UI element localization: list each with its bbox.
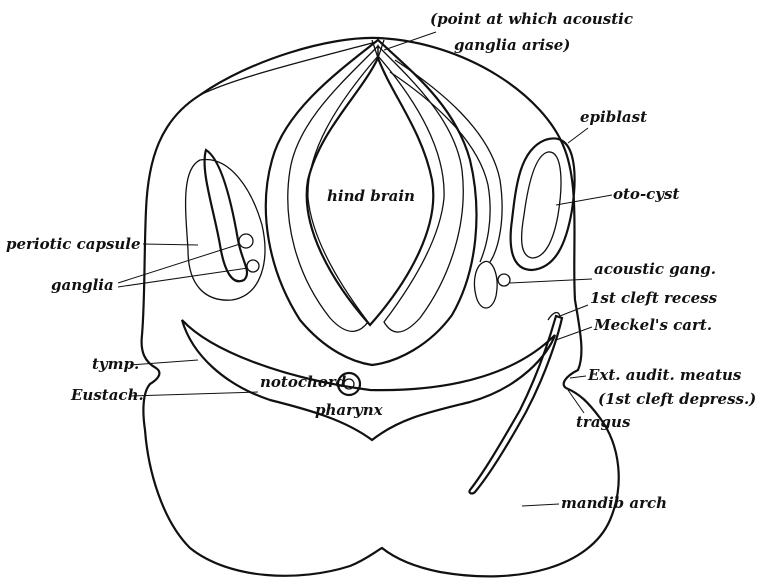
label-notochord: notochord <box>260 373 347 391</box>
label-pharynx: pharynx <box>315 401 384 419</box>
left-ganglion-upper <box>239 234 253 248</box>
right-oto-cyst-outer <box>511 138 575 270</box>
leader-eustach <box>130 392 258 396</box>
label-eustach: Eustach. <box>70 386 144 404</box>
leader-meckels-cart <box>556 327 592 340</box>
label-first-cleft-depress: (1st cleft depress.) <box>598 390 756 408</box>
right-neural-canal <box>395 60 502 262</box>
left-periotic-capsule <box>186 160 265 301</box>
label-tymp: tymp. <box>92 355 139 373</box>
label-point-acoustic-line1: (point at which acoustic <box>430 10 633 28</box>
label-tragus: tragus <box>576 413 631 431</box>
leader-acoustic-gang <box>510 279 592 283</box>
upper-head-contour <box>200 42 376 95</box>
leader-ganglia-2 <box>118 268 248 287</box>
label-oto-cyst: oto-cyst <box>613 185 679 203</box>
leader-periotic-capsule <box>143 244 198 245</box>
acoustic-ganglion <box>474 261 497 308</box>
right-oto-cyst <box>522 152 561 258</box>
meckels-cartilage <box>469 316 562 493</box>
leader-first-cleft-recess <box>560 305 588 316</box>
label-epiblast: epiblast <box>580 108 647 126</box>
leader-tymp <box>130 360 198 365</box>
leader-mandib-arch <box>522 504 559 506</box>
left-oto-cyst <box>205 150 247 281</box>
label-first-cleft-recess: 1st cleft recess <box>590 289 718 307</box>
acoustic-ganglion-node <box>498 274 510 286</box>
label-ext-audit-meatus: Ext. audit. meatus <box>587 366 742 384</box>
leader-oto-cyst <box>556 195 612 205</box>
label-mandib-arch: mandib arch <box>561 494 667 512</box>
label-meckels-cart: Meckel's cart. <box>593 316 712 334</box>
label-point-acoustic-line2: ganglia arise) <box>454 36 570 54</box>
leader-ext-audit-meatus <box>570 376 586 378</box>
label-ganglia: ganglia <box>51 276 114 294</box>
leader-epiblast <box>568 128 588 143</box>
head-section-outline <box>142 38 619 577</box>
left-ganglion-lower <box>247 260 259 272</box>
label-acoustic-gang: acoustic gang. <box>594 260 716 278</box>
leader-point-acoustic <box>384 32 436 50</box>
pharynx-cavity <box>182 320 555 440</box>
label-periotic-capsule: periotic capsule <box>6 235 141 253</box>
label-hind-brain: hind brain <box>327 187 415 205</box>
